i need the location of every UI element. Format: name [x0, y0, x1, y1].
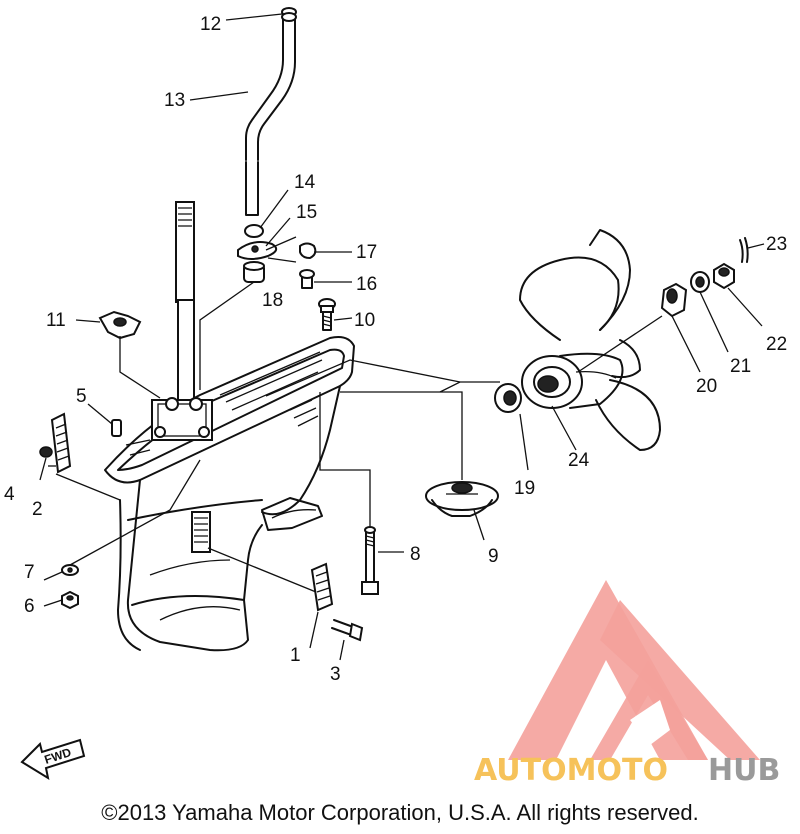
- spacer-19: [494, 383, 522, 413]
- washer-7-nut-6: [61, 564, 79, 610]
- watermark-part2: HUB: [708, 753, 780, 788]
- cover-11: [98, 310, 142, 340]
- callout-1: 1: [290, 645, 301, 666]
- callout-10: 10: [354, 310, 375, 331]
- callout-8: 8: [410, 544, 421, 565]
- anode-2: [39, 412, 122, 474]
- callout-23: 23: [766, 234, 787, 255]
- callout-9: 9: [488, 546, 499, 567]
- anode-1: [310, 562, 364, 642]
- drive-shaft: [175, 201, 195, 401]
- callout-24: 24: [568, 450, 590, 471]
- callout-4: 4: [4, 484, 15, 505]
- bolt-10: [318, 298, 336, 331]
- watermark-logo: [508, 580, 760, 760]
- callout-17: 17: [356, 242, 377, 263]
- pump-housing-9: [425, 481, 499, 517]
- callout-15: 15: [296, 202, 317, 223]
- fwd-arrow: FWD: [20, 738, 86, 781]
- callout-2: 2: [32, 499, 43, 520]
- callout-13: 13: [164, 90, 185, 111]
- watermark-text: AUTOMOTO HUB: [474, 753, 780, 788]
- callout-22: 22: [766, 334, 787, 355]
- callout-labels: 1 2 3 4 5 6 7 8 9 10 11 12 13 14 15 16 1…: [4, 14, 787, 685]
- propeller-24: [519, 229, 661, 451]
- lower-casing: [104, 336, 355, 652]
- watermark-part1: AUTOMOTO: [474, 753, 668, 788]
- callout-11: 11: [46, 310, 66, 331]
- callout-14: 14: [294, 172, 316, 193]
- callout-6: 6: [24, 596, 35, 617]
- callout-7: 7: [24, 562, 35, 583]
- stud-bolt-8: [361, 526, 379, 595]
- callout-20: 20: [696, 376, 717, 397]
- copyright-notice: ©2013 Yamaha Motor Corporation, U.S.A. A…: [101, 800, 699, 825]
- callout-19: 19: [514, 478, 535, 499]
- callout-12: 12: [200, 14, 221, 35]
- leader-lines: [39, 13, 765, 661]
- callout-3: 3: [330, 664, 341, 685]
- water-tube: [245, 7, 297, 216]
- callout-16: 16: [356, 274, 377, 295]
- callout-5: 5: [76, 386, 87, 407]
- callout-18: 18: [262, 290, 283, 311]
- prop-nut-parts: [660, 237, 749, 318]
- callout-21: 21: [730, 356, 751, 377]
